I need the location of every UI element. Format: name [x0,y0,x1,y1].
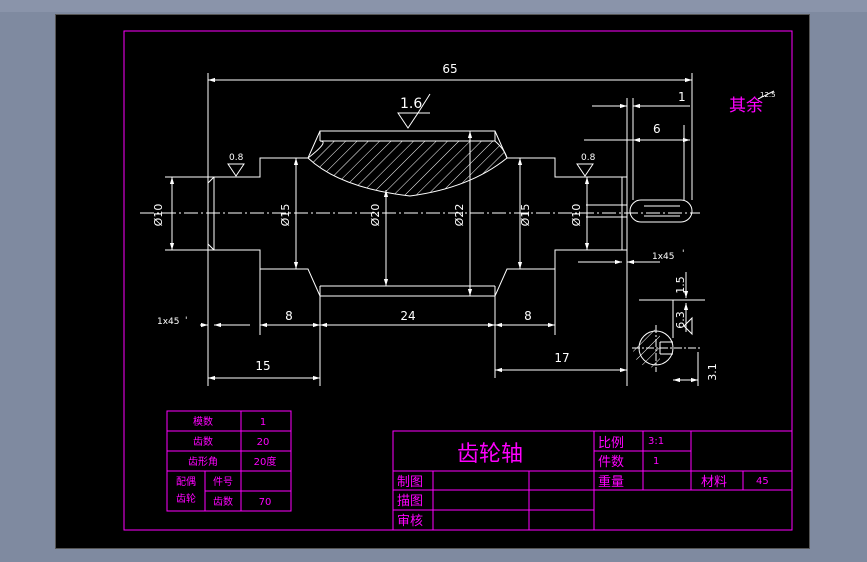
dim-chamfer-right: 1x45 [652,252,675,262]
keyway-section-view: 1.5 6.3 3.1 [632,272,719,386]
gear-row-label: 齿数 [193,435,213,448]
roughness-note-label: 其余 [729,96,763,116]
gear-row-value: 20 [257,437,270,448]
material-label: 材料 [701,475,727,490]
left-chamfer-top [207,176,215,184]
viewer-top-bevel [0,0,867,12]
dim-gear-length: 24 [400,309,415,323]
gear-data-table: 模数 1 齿数 20 齿形角 20度 配偶 齿轮 件号 齿数 70 [166,410,292,512]
left-chamfer-bottom [207,243,215,251]
dim-keyway-offset: 1 [678,90,686,104]
overall-length-dimension: 65 [207,62,693,200]
dim-diam-left-end: Ø10 [152,204,165,227]
gear-row-value: 1 [260,417,266,428]
scale-value: 3:1 [648,436,664,447]
title-block: 齿轮轴 比例 3:1 件数 1 重量 材料 45 制图 描图 审核 [392,430,793,531]
diameter-dimensions: Ø10 Ø15 Ø20 Ø22 Ø15 Ø10 [152,131,590,296]
roughness-note-value: 12.5 [760,91,776,99]
dim-diam-left-shoulder: Ø15 [279,204,292,227]
keyway-dimensions: 1 6 [584,90,690,200]
mating-teeth-value: 70 [259,497,272,508]
weight-label: 重量 [598,474,624,490]
roughness-symbols: 1.6 0.8 0.8 其余 12.5 [227,90,776,177]
dim-section-depth-a: 1.5 [674,276,687,294]
gear-row-label: 模数 [193,415,213,428]
qty-value: 1 [653,456,659,467]
dim-left-shoulder: 8 [285,309,293,323]
qty-label: 件数 [598,455,624,470]
svg-text:': ' [682,249,684,259]
scale-label: 比例 [598,436,624,451]
gear-row-value: 20度 [254,455,277,468]
mating-part-no-label: 件号 [213,476,233,488]
checked-label: 审核 [397,514,423,529]
gear-row-label: 齿形角 [188,456,218,468]
length-dimensions: 1x45 ' 8 24 8 15 17 1x45 ' [157,249,684,386]
drawing-title: 齿轮轴 [457,442,523,467]
traced-label: 描图 [397,494,423,509]
dim-section-depth-b: 6.3 [674,311,687,329]
dim-overall-length: 65 [442,62,457,76]
roughness-middle: 1.6 [400,96,422,112]
dim-diam-right-shoulder: Ø15 [519,204,532,227]
dim-chamfer-left: 1x45 [157,317,180,327]
roughness-right: 0.8 [581,153,596,163]
drawing-svg: Ø10 Ø15 Ø20 Ø22 Ø15 Ø10 65 1 [123,30,793,531]
dim-diam-tip: Ø22 [453,204,466,227]
mating-group-label: 配偶 [176,475,196,488]
dim-section-width: 3.1 [706,363,719,381]
dim-right-shoulder: 8 [524,309,532,323]
hatched-section [307,140,508,197]
roughness-left: 0.8 [229,153,244,163]
mating-group-label: 齿轮 [176,492,196,505]
mating-teeth-label: 齿数 [213,495,233,508]
material-value: 45 [756,476,769,487]
dim-diam-right-end: Ø10 [570,204,583,227]
drawing-canvas[interactable]: Ø10 Ø15 Ø20 Ø22 Ø15 Ø10 65 1 [55,14,810,549]
svg-text:': ' [185,316,187,326]
drawn-label: 制图 [397,475,423,490]
keyway [629,199,693,223]
dim-left-total: 15 [255,359,270,373]
dim-diam-root: Ø20 [369,204,382,227]
dim-right-total: 17 [554,351,569,365]
dim-keyway-length: 6 [653,122,661,136]
shaft-outline [207,130,693,297]
